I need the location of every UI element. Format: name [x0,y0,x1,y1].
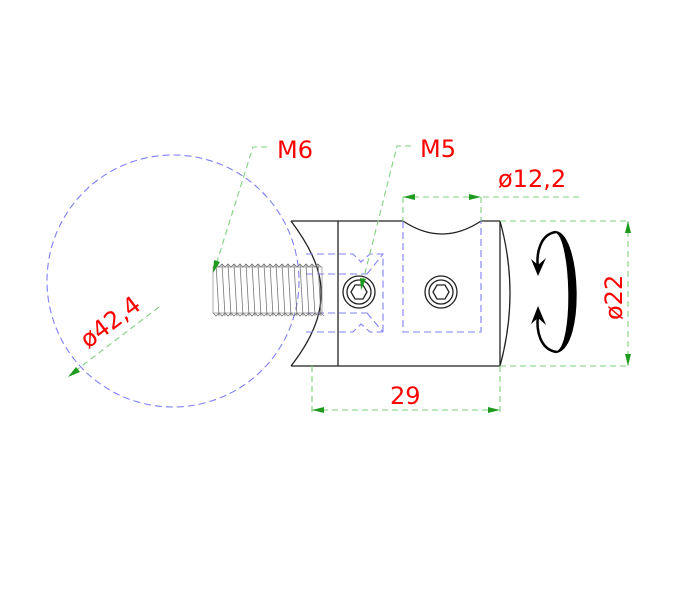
hidden-features [306,221,482,333]
post-circle-outline [46,154,300,408]
rotation-arrows-icon [531,230,577,354]
m5-leader [360,145,411,290]
tube-diameter-dimension [402,194,583,221]
length-label: 29 [390,382,421,410]
m6-label: M6 [277,136,313,164]
tube-diameter-label: ø12,2 [498,165,566,193]
hex-socket-screw-icon [342,275,376,309]
length-dimension [311,366,501,413]
body-diameter-dimension [500,220,631,367]
body-diameter-label: ø22 [600,275,628,320]
connector-body [290,220,511,367]
post-diameter-dimension [68,306,160,377]
m5-label: M5 [420,135,456,163]
threaded-stud [212,263,325,317]
hex-socket-screw-icon [424,275,458,309]
m6-leader [213,146,267,273]
